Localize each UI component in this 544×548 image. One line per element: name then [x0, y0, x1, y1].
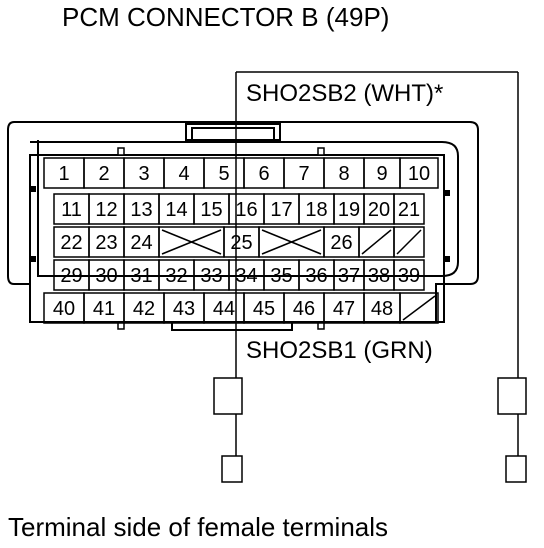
- terminal-label: 41: [93, 298, 115, 320]
- terminal-label: 23: [95, 232, 117, 254]
- connector-latch: [185, 123, 281, 141]
- blank-terminal-cross: [261, 229, 322, 255]
- terminal-label: 11: [61, 199, 82, 221]
- terminal-label: 8: [338, 163, 349, 185]
- terminal-label: 1: [58, 163, 69, 185]
- terminal-label: 17: [270, 199, 292, 221]
- terminal-label: 3: [138, 163, 149, 185]
- connector-housing-inner: [30, 140, 459, 277]
- terminal-label: 18: [305, 199, 327, 221]
- sho2sb2-label: SHO2SB2 (WHT)*: [246, 80, 444, 107]
- terminal-label: 20: [368, 199, 390, 221]
- terminal-label: 37: [338, 265, 360, 287]
- terminal-label: 14: [165, 199, 187, 221]
- terminal-label: 31: [130, 265, 152, 287]
- terminal-label: 22: [60, 232, 82, 254]
- terminal-cell: [393, 193, 425, 225]
- terminal-cell: [393, 259, 425, 291]
- terminal-label: 46: [293, 298, 315, 320]
- blank-terminal-slash: [361, 229, 392, 255]
- terminal-label: 36: [305, 265, 327, 287]
- terminal-label: 2: [98, 163, 109, 185]
- blank-terminal-slash: [402, 295, 436, 321]
- terminal-label: 48: [371, 298, 393, 320]
- terminal-label: 35: [270, 265, 292, 287]
- terminal-label: 47: [333, 298, 355, 320]
- terminal-label: 4: [178, 163, 189, 185]
- caption: Terminal side of female terminals: [8, 512, 389, 542]
- sho2sb1-label: SHO2SB1 (GRN): [246, 337, 433, 364]
- connector-title: PCM CONNECTOR B (49P): [62, 2, 390, 32]
- blank-terminal-cross: [161, 229, 222, 255]
- probe-left-lower: [221, 455, 243, 483]
- terminal-label: 13: [130, 199, 152, 221]
- terminal-cell: [393, 226, 425, 258]
- terminal-label: 24: [130, 232, 152, 254]
- terminal-label: 15: [200, 199, 222, 221]
- terminal-label: 38: [368, 265, 390, 287]
- terminal-label: 16: [235, 199, 257, 221]
- terminal-label: 45: [253, 298, 275, 320]
- terminal-cell: [399, 157, 439, 189]
- terminal-label: 19: [338, 199, 360, 221]
- terminal-label: 26: [330, 232, 352, 254]
- terminal-label: 42: [133, 298, 155, 320]
- terminal-label: 25: [230, 232, 252, 254]
- terminal-label: 9: [376, 163, 387, 185]
- terminal-label: 21: [398, 199, 420, 221]
- terminal-label: 30: [95, 265, 117, 287]
- terminal-label: 32: [165, 265, 187, 287]
- probe-right-lower: [505, 455, 527, 483]
- connector-housing-outer: [7, 121, 479, 323]
- terminal-cell: [399, 292, 439, 324]
- terminal-body: [29, 154, 445, 323]
- terminal-label: 44: [213, 298, 235, 320]
- terminal-label: 39: [398, 265, 420, 287]
- terminal-label: 5: [218, 163, 229, 185]
- terminal-label: 10: [408, 163, 430, 185]
- terminal-label: 40: [53, 298, 75, 320]
- terminal-label: 34: [235, 265, 257, 287]
- terminal-label: 6: [258, 163, 269, 185]
- terminal-label: 12: [95, 199, 117, 221]
- terminal-label: 33: [200, 265, 222, 287]
- probe-right-upper: [497, 377, 527, 415]
- probe-left-upper: [213, 377, 243, 415]
- blank-terminal-slash: [396, 229, 422, 255]
- terminal-label: 43: [173, 298, 195, 320]
- terminal-label: 7: [298, 163, 309, 185]
- terminal-label: 29: [60, 265, 82, 287]
